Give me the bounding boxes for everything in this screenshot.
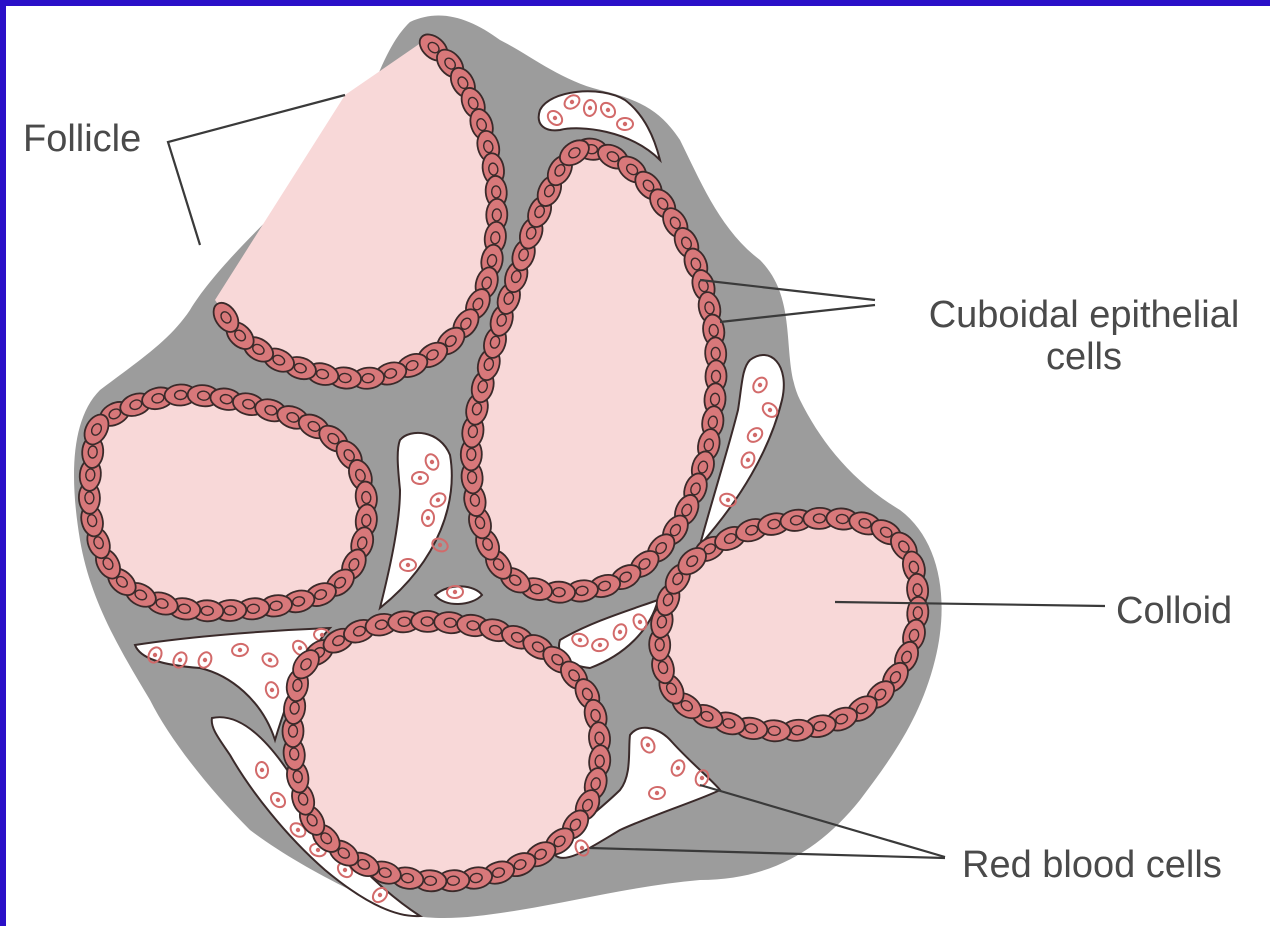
red-blood-cell-nucleus bbox=[638, 620, 642, 624]
red-blood-cell-nucleus bbox=[276, 798, 280, 802]
red-blood-cell-nucleus bbox=[260, 768, 264, 772]
diagram-frame: Follicle Cuboidal epithelial cells Collo… bbox=[6, 6, 1270, 926]
red-blood-cell-nucleus bbox=[438, 543, 442, 547]
red-blood-cell-nucleus bbox=[203, 658, 207, 662]
red-blood-cell-nucleus bbox=[655, 791, 659, 795]
red-blood-cell-nucleus bbox=[426, 516, 430, 520]
red-blood-cell-nucleus bbox=[238, 648, 242, 652]
red-blood-cell-nucleus bbox=[578, 638, 582, 642]
red-blood-cell-nucleus bbox=[570, 100, 574, 104]
red-blood-cell-nucleus bbox=[588, 106, 592, 110]
red-blood-cell-nucleus bbox=[553, 116, 557, 120]
red-blood-cell-nucleus bbox=[606, 108, 610, 112]
red-blood-cell-nucleus bbox=[758, 383, 762, 387]
red-blood-cell-nucleus bbox=[753, 433, 757, 437]
red-blood-cell-nucleus bbox=[746, 458, 750, 462]
red-blood-cell-nucleus bbox=[153, 653, 157, 657]
red-blood-cell-nucleus bbox=[378, 893, 382, 897]
colloid-label: Colloid bbox=[1116, 590, 1232, 632]
red-blood-cell-nucleus bbox=[178, 658, 182, 662]
cuboidal-epithelial-label-line2: cells bbox=[902, 336, 1266, 378]
cuboidal-epithelial-label: Cuboidal epithelial cells bbox=[902, 294, 1266, 378]
red-blood-cell-nucleus bbox=[580, 846, 584, 850]
red-blood-cell-nucleus bbox=[320, 633, 324, 637]
red-blood-cell-nucleus bbox=[296, 828, 300, 832]
red-blood-cell-nucleus bbox=[268, 658, 272, 662]
red-blood-cells-label: Red blood cells bbox=[962, 844, 1222, 886]
red-blood-cell-nucleus bbox=[436, 498, 440, 502]
red-blood-cell-nucleus bbox=[726, 498, 730, 502]
thyroid-follicle-diagram bbox=[6, 6, 1270, 926]
cuboidal-epithelial-label-line1: Cuboidal epithelial bbox=[902, 294, 1266, 336]
red-blood-cell-nucleus bbox=[646, 743, 650, 747]
red-blood-cell-nucleus bbox=[430, 460, 434, 464]
red-blood-cell-nucleus bbox=[270, 688, 274, 692]
red-blood-cell-nucleus bbox=[618, 630, 622, 634]
red-blood-cell-nucleus bbox=[768, 408, 772, 412]
red-blood-cell-nucleus bbox=[298, 646, 302, 650]
red-blood-cell-nucleus bbox=[700, 776, 704, 780]
red-blood-cell-nucleus bbox=[316, 848, 320, 852]
red-blood-cell-nucleus bbox=[343, 868, 347, 872]
red-blood-cell-nucleus bbox=[406, 563, 410, 567]
red-blood-cell-nucleus bbox=[453, 590, 457, 594]
red-blood-cell-nucleus bbox=[598, 643, 602, 647]
red-blood-cell-nucleus bbox=[418, 476, 422, 480]
red-blood-cell-nucleus bbox=[623, 122, 627, 126]
red-blood-cell-nucleus bbox=[676, 766, 680, 770]
follicle-label: Follicle bbox=[23, 118, 141, 160]
